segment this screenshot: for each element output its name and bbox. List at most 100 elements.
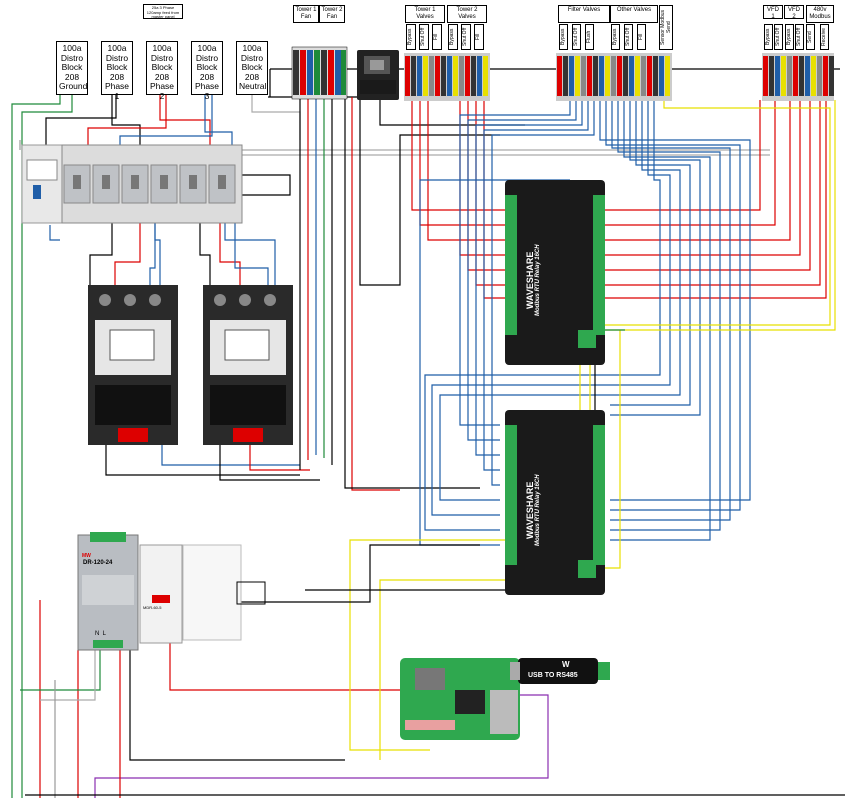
header-other-valves: Other Valves [610, 5, 658, 23]
terminal-block [575, 56, 580, 96]
terminal-block [459, 56, 464, 96]
label-t1-fill: Fill [432, 24, 442, 50]
label-modbus-receive: Receive [820, 24, 829, 50]
label-t2-fill: Fill [474, 24, 484, 50]
terminal-block [599, 56, 604, 96]
breaker-handle [73, 175, 81, 189]
terminal-block [793, 56, 798, 96]
terminal-block [429, 56, 434, 96]
usb-adapter-label: USB TO RS485 [528, 672, 578, 679]
distro-block-phase3: 100a Distro Block 208 Phase 3 [191, 41, 223, 100]
usb-rs485-adapter [510, 658, 610, 684]
terminal-block [605, 56, 610, 96]
contactor-1 [88, 285, 178, 445]
terminal-block [411, 56, 416, 96]
power-supply-5v [139, 544, 266, 644]
label-modbus-send: Send [806, 24, 815, 50]
breaker-panel [21, 144, 243, 224]
distro-block-neutral: 100a Distro Block 208 Neutral [236, 41, 268, 95]
terminal-block [471, 56, 476, 96]
breaker-handle [218, 175, 226, 189]
relay-board-1 [505, 180, 605, 365]
terminal-block [557, 56, 562, 96]
header-tower1-valves: Tower 1 Valves [405, 5, 445, 23]
terminal-block [453, 56, 458, 96]
header-filter-valves: Filter Valves [558, 5, 610, 23]
terminal-block [447, 56, 452, 96]
header-vfd2: VFD 2 [784, 5, 804, 20]
label-other-fill: Fill [637, 24, 646, 50]
terminal-block [763, 56, 768, 96]
io-module [357, 50, 399, 100]
label-t2-shutoff: Shut Off [461, 24, 471, 50]
terminal-block [623, 56, 628, 96]
terminal-block [811, 56, 816, 96]
terminal-block [569, 56, 574, 96]
terminal-block [805, 56, 810, 96]
terminal-block [799, 56, 804, 96]
psu-24v-terminals: N L [95, 631, 107, 637]
label-t2-bypass: Bypass [448, 24, 458, 50]
terminal-block [829, 56, 834, 96]
header-tower2-fan: Tower 2 Fan [319, 5, 345, 23]
terminal-block [781, 56, 786, 96]
psu-5v-model: MDR-60-5 [143, 605, 162, 610]
terminal-block [611, 56, 616, 96]
terminal-block [775, 56, 780, 96]
terminal-block [435, 56, 440, 96]
terminal-block [635, 56, 640, 96]
terminal-block [581, 56, 586, 96]
terminal-block [417, 56, 422, 96]
terminal-block [629, 56, 634, 96]
breaker-handle [189, 175, 197, 189]
power-supply-24v [77, 532, 139, 651]
header-vfd1: VFD 1 [763, 5, 783, 20]
terminal-block [769, 56, 774, 96]
label-filter-shutoff: Shut Off [572, 24, 581, 50]
terminal-block [665, 56, 670, 96]
terminal-block [441, 56, 446, 96]
tower-fan-terminals [291, 46, 348, 100]
terminal-block [405, 56, 410, 96]
label-t1-shutoff: Shut Off [419, 24, 429, 50]
label-sensor-modbus: Sensor Modbus Send [659, 5, 673, 50]
terminal-block [823, 56, 828, 96]
distro-block-phase2: 100a Distro Block 208 Phase 2 [146, 41, 178, 100]
terminal-block [593, 56, 598, 96]
contactor-2 [203, 285, 293, 445]
header-tower2-valves: Tower 2 Valves [447, 5, 487, 23]
relay-board-2 [505, 410, 605, 595]
label-t1-bypass: Bypass [406, 24, 416, 50]
relay1-title: WAVESHARE Modbus RTU Relay 16CH [525, 244, 541, 316]
feed-note: 25a 3 Phase 120amp feed from master pane… [143, 4, 183, 19]
terminal-block [787, 56, 792, 96]
label-vfd2-shutoff: Shut Off [795, 24, 804, 50]
label-other-bypass: Bypass [611, 24, 620, 50]
terminal-block [647, 56, 652, 96]
distro-block-ground: 100a Distro Block 208 Ground [56, 41, 88, 95]
psu-24v-brand: MW [82, 553, 91, 559]
terminal-block [617, 56, 622, 96]
terminal-block [659, 56, 664, 96]
terminal-block [817, 56, 822, 96]
raspberry-pi [400, 658, 520, 740]
relay2-title: WAVESHARE Modbus RTU Relay 16CH [525, 474, 541, 546]
terminal-strip [291, 46, 834, 101]
usb-adapter-brand: W [562, 660, 570, 669]
terminal-block [465, 56, 470, 96]
label-filter-bypass: Bypass [559, 24, 568, 50]
label-vfd1-bypass: Bypass [764, 24, 773, 50]
distro-block-phase1: 100a Distro Block 208 Phase 1 [101, 41, 133, 100]
header-tower1-fan: Tower 1 Fan [293, 5, 319, 23]
psu-24v-model: DR-120-24 [83, 560, 113, 566]
breaker-handle [102, 175, 110, 189]
terminal-block [423, 56, 428, 96]
terminal-block [563, 56, 568, 96]
terminal-block [641, 56, 646, 96]
terminal-block [653, 56, 658, 96]
label-vfd2-bypass: Bypass [785, 24, 794, 50]
breaker-handle [160, 175, 168, 189]
label-filter-flush: Flush [585, 24, 594, 50]
breaker-handle [131, 175, 139, 189]
